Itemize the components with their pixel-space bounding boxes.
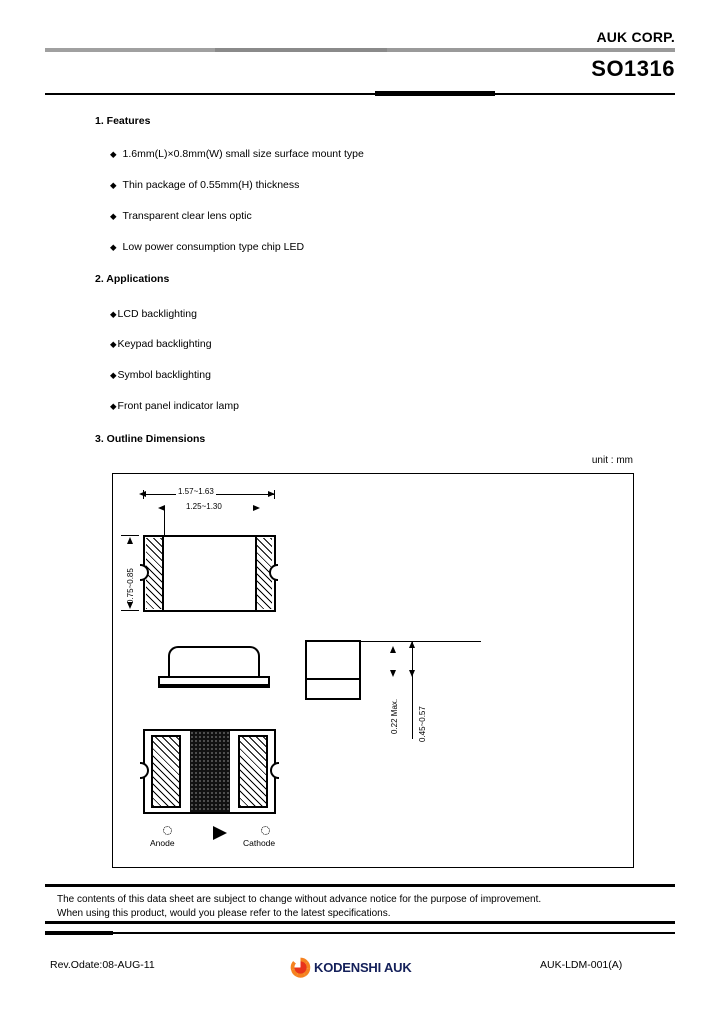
dim-leader-line [164,508,165,535]
side-view-base [158,676,270,688]
polarity-triangle-icon [213,826,227,840]
diamond-bullet-icon: ◆ [110,309,117,319]
dim-arrow-down [409,670,415,677]
dim-arrow-left [139,491,146,497]
dim-ext-top [121,535,139,536]
unit-label: unit : mm [591,455,633,466]
diamond-bullet-icon: ◆ [110,401,117,411]
list-item: ◆ Front panel indicator lamp [110,400,239,412]
notch-right [270,762,279,779]
diamond-bullet-icon: ◆ [110,370,117,380]
section-title-applications: 2. Applications [95,273,170,285]
dim-ext-line-top [361,641,481,642]
anode-label: Anode [150,838,175,848]
dim-arrow-left [158,505,165,511]
section-title-features: 1. Features [95,115,151,127]
bottom-view-center-fill [190,731,230,812]
end-view-body [305,640,361,700]
side-view [158,646,270,688]
list-item: ◆ Transparent clear lens optic [110,210,252,222]
dim-total-height: 0.45~0.57 [418,706,427,742]
list-item-label: 1.6mm(L)×0.8mm(W) small size surface mou… [122,148,364,160]
disclaimer-line-2: When using this product, would you pleas… [57,908,391,919]
pad-outline-right [238,735,268,808]
body-inner-edge-left [162,535,164,612]
kodenshi-auk-logo: KODENSHI AUK [290,955,412,979]
pad-hatch-right [240,737,266,806]
anode-marker-icon [163,826,172,835]
company-name: AUK CORP. [596,29,675,45]
notch-left [140,762,149,779]
cathode-marker-icon [261,826,270,835]
diamond-bullet-icon: ◆ [110,149,117,159]
header-rule-black-mid [375,91,495,96]
list-item: ◆ 1.6mm(L)×0.8mm(W) small size surface m… [110,148,364,160]
diamond-bullet-icon: ◆ [110,211,117,221]
notch-right [269,564,278,581]
end-view-divider [305,678,361,680]
list-item-label: Keypad backlighting [117,338,212,350]
electrode-hatch-right [256,538,272,609]
electrode-hatch-left [146,538,162,609]
sunburst-logo-icon [290,957,311,978]
outline-drawing: 1.57~1.63 1.25~1.30 0.75~0.85 0.22 Max. [112,473,634,868]
list-item: ◆ Thin package of 0.55mm(H) thickness [110,179,299,191]
list-item: ◆ Keypad backlighting [110,338,212,350]
list-item: ◆ LCD backlighting [110,308,197,320]
notch-left [140,564,149,581]
list-item-label: LCD backlighting [117,308,197,320]
bottom-view [140,729,279,814]
dim-arrow-up [409,641,415,648]
footer-disclaimer-box: The contents of this data sheet are subj… [45,884,675,924]
dim-tick [274,490,275,499]
side-view-lens-dome [168,646,260,678]
disclaimer-line-1: The contents of this data sheet are subj… [57,894,542,905]
section-title-outline-dimensions: 3. Outline Dimensions [95,433,206,445]
document-code: AUK-LDM-001(A) [540,959,623,971]
pad-outline-left [151,735,181,808]
part-number-title: SO1316 [591,56,675,81]
dim-inner-length: 1.25~1.30 [186,502,222,511]
side-view-base-line [160,684,268,686]
dim-arrow-right [268,491,275,497]
dim-ext-bottom [121,610,139,611]
top-view-edge-top [143,535,276,537]
pad-hatch-left [153,737,179,806]
list-item-label: Symbol backlighting [117,369,211,381]
header-rule-gray-right [387,48,675,52]
footer-rule-left [45,931,113,935]
dim-arrow-up [390,646,396,653]
dim-body-height: 0.22 Max. [390,698,399,734]
top-view-edge-bottom [143,610,276,612]
list-item-label: Front panel indicator lamp [117,400,239,412]
diamond-bullet-icon: ◆ [110,339,117,349]
revision-date: Rev.Odate:08-AUG-11 [50,959,155,971]
footer-rule-right [113,932,675,934]
dim-arrow-down [390,670,396,677]
list-item: ◆ Low power consumption type chip LED [110,241,304,253]
list-item: ◆ Symbol backlighting [110,369,211,381]
dim-arrow-right [253,505,260,511]
list-item-label: Thin package of 0.55mm(H) thickness [122,179,300,191]
diamond-bullet-icon: ◆ [110,180,117,190]
dim-arrow-down [127,602,133,609]
diamond-bullet-icon: ◆ [110,242,117,252]
header-rule-gray-left [45,48,215,52]
dim-arrow-up [127,537,133,544]
cathode-label: Cathode [243,838,276,848]
list-item-label: Transparent clear lens optic [122,210,252,222]
header-rule-black-left [45,93,375,95]
body-inner-edge-right [255,535,257,612]
dim-line-total-height [412,641,413,739]
header-rule-gray-mid [215,48,387,52]
dim-width: 0.75~0.85 [126,568,135,604]
logo-wordmark: KODENSHI AUK [314,959,412,975]
dim-tick [143,490,144,499]
header-rule-black-right [495,93,675,95]
dim-overall-length: 1.57~1.63 [176,487,216,496]
list-item-label: Low power consumption type chip LED [122,241,305,253]
page-header: AUK CORP. SO1316 [45,30,675,98]
